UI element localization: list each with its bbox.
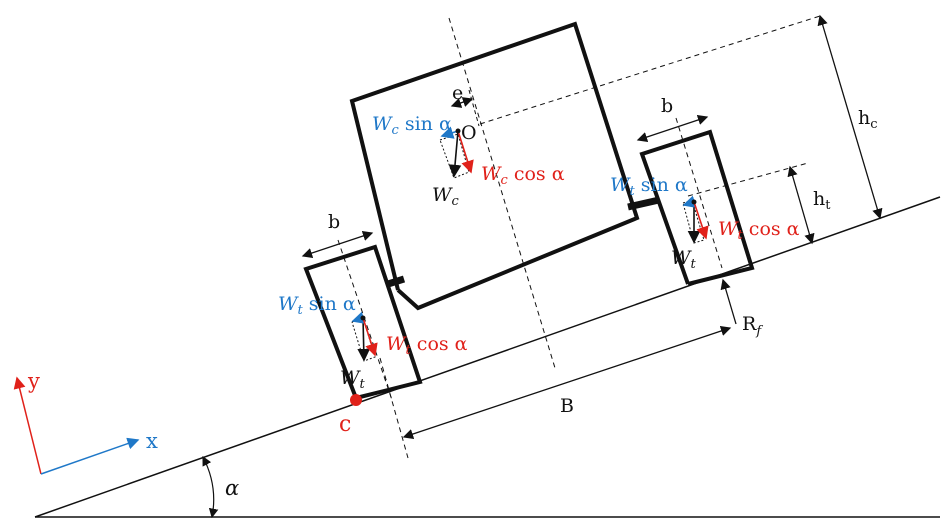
caisson-offset-axis [468, 89, 480, 127]
slope-line [34, 196, 941, 518]
wc-vector [448, 130, 462, 178]
y-axis-arrow [13, 376, 42, 475]
wc-label: Wc [432, 184, 460, 209]
wc-sin-label: Wc sin α [372, 113, 452, 138]
B-left-extension [379, 357, 409, 459]
x-axis-label: x [146, 429, 158, 453]
caisson-body [349, 21, 640, 311]
b-left-dimension [301, 230, 374, 259]
right-connector [627, 196, 660, 211]
hc-label: hc [858, 107, 878, 132]
caisson-axis [448, 17, 556, 369]
left-connector [386, 275, 406, 288]
wt-sin-left-label: Wt sin α [278, 293, 356, 318]
wt-cos-right-label: Wt cos α [718, 218, 800, 243]
y-axis-label: y [27, 369, 40, 393]
b-right-dimension [636, 114, 709, 143]
wt-right-label: Wt [671, 247, 697, 272]
wt-right-cos-vector [693, 201, 709, 240]
wt-right-point [691, 199, 697, 205]
B-dimension [402, 325, 732, 440]
e-label: e [452, 82, 463, 104]
left-tank [303, 244, 423, 400]
wt-left-vector [357, 317, 371, 362]
wt-left-label: Wt [340, 367, 366, 392]
wt-left-cos-vector [362, 317, 378, 357]
O-label: O [461, 122, 477, 144]
rf-label: Rf [742, 313, 763, 339]
alpha-arc [202, 455, 219, 519]
wc-point [455, 128, 461, 134]
pivot-point-c [350, 394, 362, 406]
point-c-label: c [339, 412, 351, 437]
e-dimension [450, 97, 474, 108]
rf-leader [720, 278, 737, 325]
b-left-label: b [328, 211, 340, 233]
wt-left-point [360, 315, 366, 321]
B-label: B [560, 395, 574, 417]
ht-label: ht [813, 188, 831, 213]
wt-cos-left-label: Wt cos α [386, 333, 468, 358]
right-tank-axis [675, 117, 723, 269]
wt-sin-right-label: Wt sin α [610, 174, 688, 199]
wc-cos-label: Wc cos α [481, 163, 565, 188]
x-axis-arrow [40, 437, 140, 475]
alpha-label: α [225, 476, 239, 500]
b-right-label: b [661, 95, 673, 117]
wc-sin-vector [440, 126, 459, 139]
right-tank [639, 129, 755, 286]
hc-dimension [817, 14, 883, 220]
ht-dimension [787, 165, 815, 245]
wc-cos-vector [457, 130, 474, 174]
wt-left-dotted-box [351, 317, 376, 362]
hc-top-projection [479, 15, 821, 125]
